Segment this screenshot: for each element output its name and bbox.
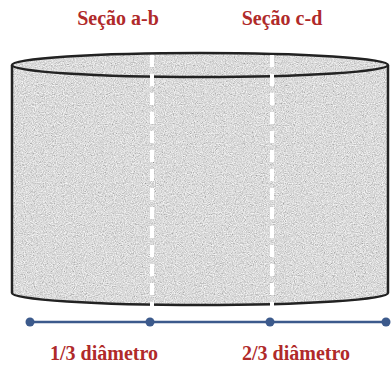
dimension-label: 1/3 diâmetro bbox=[50, 343, 158, 363]
concrete-texture bbox=[0, 40, 391, 310]
axis-dot bbox=[266, 318, 275, 327]
section-line bbox=[150, 55, 154, 306]
cylinder-outline bbox=[12, 65, 388, 305]
section-label: Seção c-d bbox=[242, 8, 323, 28]
axis-dot bbox=[26, 318, 35, 327]
axis-line bbox=[30, 321, 388, 324]
dimension-label: 2/3 diâmetro bbox=[242, 343, 350, 363]
section-line bbox=[270, 55, 274, 306]
axis-dot bbox=[146, 318, 155, 327]
cylinder-top bbox=[12, 53, 388, 77]
section-label: Seção a-b bbox=[77, 8, 159, 28]
axis-dot bbox=[382, 318, 391, 327]
